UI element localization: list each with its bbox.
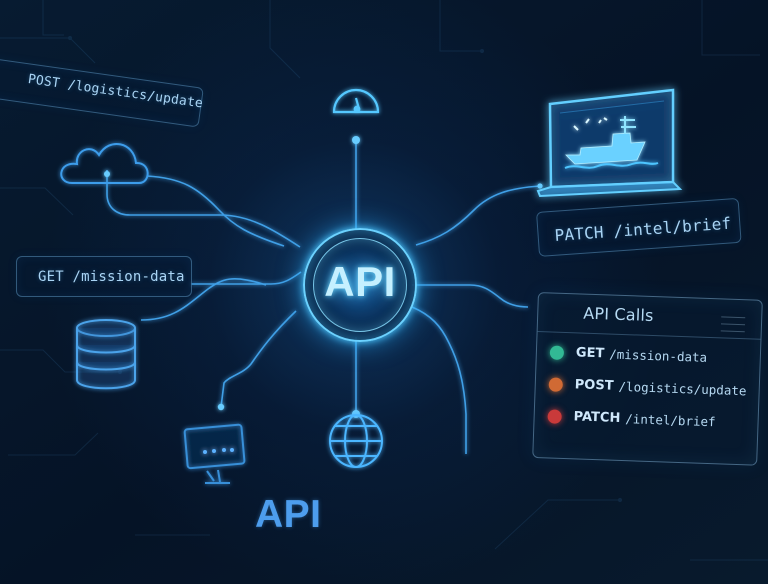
cloud-icon — [60, 143, 149, 184]
api-call-method: POST — [574, 377, 614, 394]
menu-icon — [720, 316, 746, 333]
api-call-method: GET — [575, 345, 605, 362]
laptop-icon — [536, 88, 683, 198]
api-call-path: /mission-data — [609, 346, 708, 365]
status-dot-icon — [548, 376, 564, 392]
api-call-row-get: GET /mission-data — [549, 344, 708, 365]
api-call-path: /intel/brief — [625, 411, 716, 430]
terminal-icon — [183, 423, 246, 484]
bottom-api-title: API — [255, 493, 322, 536]
api-call-path: /logistics/update — [618, 378, 747, 399]
status-dot-icon — [549, 344, 565, 360]
api-calls-title: API Calls — [582, 303, 654, 326]
ship-icon — [564, 116, 659, 169]
get-endpoint-label: GET /mission-data — [38, 269, 185, 285]
database-icon — [76, 319, 136, 390]
api-connections — [106, 139, 541, 454]
api-hub: API — [303, 228, 417, 342]
status-dot-icon — [547, 408, 562, 424]
gauge-icon — [332, 88, 380, 114]
api-call-row-patch: PATCH /intel/brief — [547, 408, 716, 430]
api-calls-panel: API Calls GET /mission-data POST /logist… — [532, 292, 763, 466]
globe-icon — [329, 414, 383, 468]
api-hub-inner-ring — [313, 238, 407, 332]
get-endpoint-pill — [16, 256, 192, 297]
api-call-row-post: POST /logistics/update — [548, 376, 747, 399]
background-circuit-lines — [0, 0, 768, 561]
api-hub-label: API — [324, 258, 396, 305]
api-call-method: PATCH — [573, 409, 621, 426]
panel-divider — [537, 331, 761, 340]
